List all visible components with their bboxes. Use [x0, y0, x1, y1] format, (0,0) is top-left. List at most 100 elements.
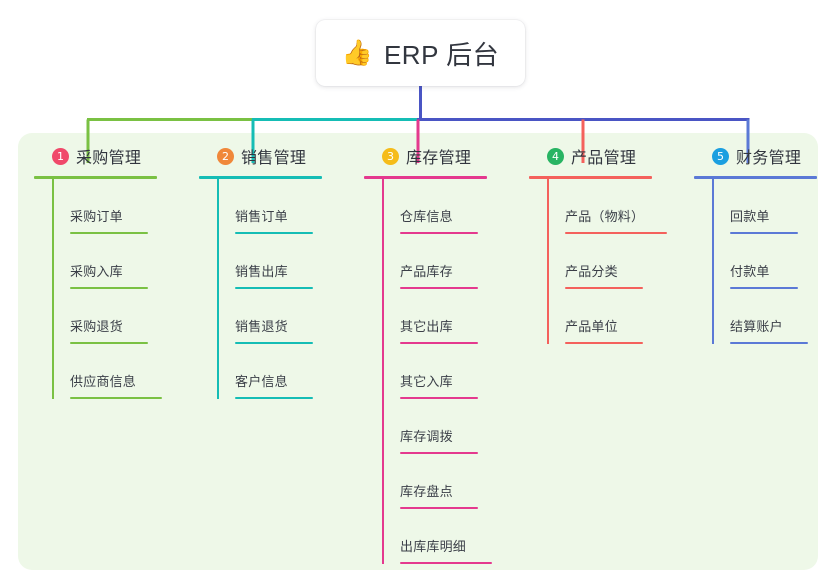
list-item-rule: [235, 342, 313, 344]
list-item-rule: [70, 287, 148, 289]
list-item[interactable]: 销售出库: [217, 234, 349, 289]
branch-badge-3: 3: [382, 147, 399, 165]
list-item-label: 供应商信息: [70, 374, 137, 389]
list-item-label: 销售订单: [235, 209, 288, 224]
branch-title-3: 库存管理: [406, 150, 472, 167]
list-item-label: 其它入库: [400, 374, 453, 389]
list-item-label: 采购入库: [70, 264, 123, 279]
list-item-label: 付款单: [730, 264, 770, 279]
list-item-rule: [730, 232, 798, 234]
list-item-label: 产品库存: [400, 264, 453, 279]
list-item[interactable]: 库存盘点: [382, 454, 514, 509]
list-item-rule: [400, 287, 478, 289]
list-item-label: 产品单位: [565, 319, 618, 334]
branch-badge-5: 5: [712, 147, 729, 165]
branch-item-list-3: 仓库信息产品库存其它出库其它入库库存调拨库存盘点出库库明细: [364, 179, 514, 564]
list-item[interactable]: 库存调拨: [382, 399, 514, 454]
branch-item-list-1: 采购订单采购入库采购退货供应商信息: [34, 179, 184, 399]
branch-column-1: 1 采购管理采购订单采购入库采购退货供应商信息: [34, 144, 184, 399]
list-item[interactable]: 采购入库: [52, 234, 184, 289]
list-item-label: 其它出库: [400, 319, 453, 334]
branch-header-rule-3: [364, 176, 487, 179]
branch-item-list-5: 回款单付款单结算账户: [694, 179, 839, 344]
list-item-label: 库存盘点: [400, 484, 453, 499]
branch-header-1[interactable]: 1 采购管理: [34, 144, 184, 168]
list-item[interactable]: 产品（物料）: [547, 179, 679, 234]
branch-spine-5: [712, 179, 714, 344]
list-item[interactable]: 产品单位: [547, 289, 679, 344]
list-item[interactable]: 付款单: [712, 234, 839, 289]
list-item-label: 采购订单: [70, 209, 123, 224]
list-item-rule: [400, 342, 478, 344]
branch-badge-1: 1: [52, 147, 69, 165]
list-item-rule: [70, 232, 148, 234]
branch-header-3[interactable]: 3 库存管理: [364, 144, 514, 168]
branch-spine-3: [382, 179, 384, 564]
branch-spine-2: [217, 179, 219, 399]
list-item[interactable]: 供应商信息: [52, 344, 184, 399]
list-item-label: 产品分类: [565, 264, 618, 279]
list-item[interactable]: 仓库信息: [382, 179, 514, 234]
branch-title-5: 财务管理: [736, 150, 802, 167]
list-item[interactable]: 销售订单: [217, 179, 349, 234]
branch-spine-4: [547, 179, 549, 344]
list-item-rule: [565, 232, 667, 234]
list-item-rule: [400, 452, 478, 454]
list-item-label: 回款单: [730, 209, 770, 224]
branch-header-rule-4: [529, 176, 652, 179]
branch-header-5[interactable]: 5 财务管理: [694, 144, 839, 168]
list-item-label: 采购退货: [70, 319, 123, 334]
list-item-rule: [235, 287, 313, 289]
branch-column-5: 5 财务管理回款单付款单结算账户: [694, 144, 839, 344]
root-node-title: ERP 后台: [383, 39, 500, 70]
list-item-rule: [235, 397, 313, 399]
list-item[interactable]: 其它入库: [382, 344, 514, 399]
branch-column-3: 3 库存管理仓库信息产品库存其它出库其它入库库存调拨库存盘点出库库明细: [364, 144, 514, 564]
root-node-erp-backend[interactable]: 👍 ERP 后台: [316, 20, 525, 86]
list-item[interactable]: 客户信息: [217, 344, 349, 399]
list-item[interactable]: 产品库存: [382, 234, 514, 289]
list-item-label: 产品（物料）: [565, 209, 645, 224]
list-item-label: 销售退货: [235, 319, 288, 334]
branch-title-2: 销售管理: [241, 150, 307, 167]
list-item-rule: [400, 507, 478, 509]
list-item[interactable]: 其它出库: [382, 289, 514, 344]
branch-spine-1: [52, 179, 54, 399]
branch-header-rule-5: [694, 176, 817, 179]
branches-panel: [18, 133, 818, 570]
list-item-rule: [70, 342, 148, 344]
branch-item-list-4: 产品（物料） 产品分类产品单位: [529, 179, 679, 344]
list-item-rule: [400, 397, 478, 399]
list-item-rule: [70, 397, 162, 399]
list-item-rule: [730, 342, 808, 344]
list-item[interactable]: 出库库明细: [382, 509, 514, 564]
list-item-label: 结算账户: [730, 319, 783, 334]
list-item-label: 仓库信息: [400, 209, 453, 224]
branch-title-1: 采购管理: [76, 150, 142, 167]
list-item-rule: [565, 342, 643, 344]
list-item-rule: [235, 232, 313, 234]
thumbs-up-icon: 👍: [341, 38, 373, 67]
branch-header-rule-2: [199, 176, 322, 179]
branch-item-list-2: 销售订单销售出库销售退货客户信息: [199, 179, 349, 399]
list-item-label: 库存调拨: [400, 429, 453, 444]
list-item[interactable]: 结算账户: [712, 289, 839, 344]
list-item[interactable]: 产品分类: [547, 234, 679, 289]
list-item-rule: [730, 287, 798, 289]
list-item[interactable]: 采购退货: [52, 289, 184, 344]
list-item-rule: [565, 287, 643, 289]
list-item-label: 出库库明细: [400, 539, 467, 554]
list-item[interactable]: 回款单: [712, 179, 839, 234]
list-item-label: 客户信息: [235, 374, 288, 389]
list-item[interactable]: 采购订单: [52, 179, 184, 234]
list-item-rule: [400, 562, 492, 564]
branch-header-rule-1: [34, 176, 157, 179]
list-item[interactable]: 销售退货: [217, 289, 349, 344]
branch-title-4: 产品管理: [571, 150, 637, 167]
